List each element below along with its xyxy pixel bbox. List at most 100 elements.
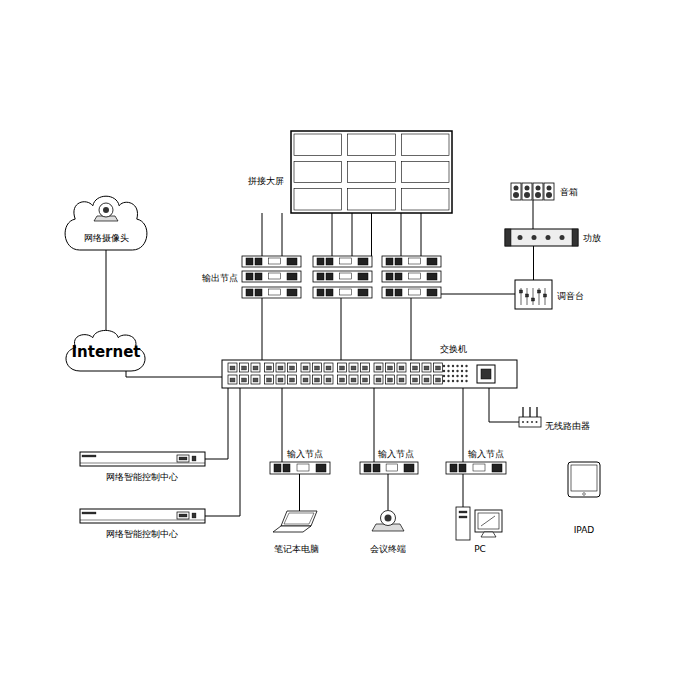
device-part	[177, 512, 189, 519]
innode-icon	[360, 462, 418, 474]
cloud2-node: Internet	[63, 328, 148, 372]
rack-icon	[80, 509, 205, 523]
device-part	[326, 366, 331, 370]
device-part	[242, 256, 301, 267]
amp-icon	[505, 229, 578, 246]
connector-line	[126, 371, 222, 377]
node-label: 调音台	[557, 290, 584, 302]
device-part	[351, 366, 356, 370]
connector-line	[388, 474, 389, 510]
device-part	[358, 273, 368, 280]
device-part	[340, 378, 345, 382]
node-label: 网络智能控制中心	[106, 528, 178, 540]
device-part	[411, 363, 420, 372]
device-part	[242, 271, 301, 282]
connector-line	[533, 246, 534, 280]
device-part	[446, 462, 506, 474]
device-part	[481, 369, 491, 379]
device-part	[413, 366, 418, 370]
device-part	[255, 273, 262, 280]
device-part	[340, 258, 352, 264]
device-part	[269, 289, 281, 295]
device-part	[409, 258, 421, 264]
device-part	[459, 464, 466, 472]
wall-feed	[282, 213, 283, 256]
device-part	[473, 464, 485, 471]
device-part	[519, 417, 541, 427]
device-part	[303, 378, 308, 382]
cloud-node: 网络摄像头	[62, 193, 150, 251]
device-part	[505, 229, 578, 246]
device-part	[348, 134, 396, 155]
wall-node: 拼接大屏	[291, 131, 452, 213]
device-part	[361, 375, 370, 384]
node-label: 输入节点	[378, 448, 414, 460]
device-part	[278, 378, 283, 382]
device-part	[313, 271, 372, 282]
device-part	[313, 256, 372, 267]
device-part	[544, 183, 554, 200]
node-label: 输入节点	[287, 448, 323, 460]
device-part	[456, 507, 470, 540]
outs-node: 输出节点	[242, 256, 440, 298]
device-part	[532, 298, 535, 301]
device-part	[348, 161, 396, 182]
device-part	[222, 360, 517, 388]
innode-node: 输入节点	[360, 462, 418, 474]
router-node: 无线路由器	[519, 405, 541, 429]
switch-icon	[222, 360, 517, 388]
device-part	[192, 456, 196, 461]
device-part	[326, 258, 333, 265]
device-part	[358, 258, 368, 265]
device-part	[324, 363, 333, 372]
device-part	[246, 289, 253, 296]
connector-line	[489, 388, 519, 422]
device-part	[82, 455, 96, 457]
node-label: 网络智能控制中心	[106, 471, 178, 483]
device-part	[253, 366, 258, 370]
node-label: 网络摄像头	[84, 232, 129, 244]
device-part	[82, 512, 96, 514]
wall-feed	[352, 213, 353, 256]
device-part	[401, 134, 449, 155]
cam-node: 会议终端	[370, 510, 406, 532]
device-part	[373, 464, 380, 472]
device-part	[230, 366, 235, 370]
device-part	[364, 464, 371, 472]
cloud-outline	[65, 196, 147, 250]
device-part	[363, 366, 368, 370]
device-part	[572, 229, 578, 246]
device-part	[388, 366, 393, 370]
device-part	[288, 375, 297, 384]
device-part	[326, 273, 333, 280]
device-part	[424, 378, 429, 382]
device-part	[459, 516, 467, 518]
device-part	[276, 375, 285, 384]
device-part	[382, 271, 441, 282]
device-part	[255, 258, 262, 265]
cam-icon	[370, 510, 406, 532]
device-part	[288, 363, 297, 372]
node-label: 输出节点	[202, 272, 238, 284]
device-part	[382, 287, 441, 298]
device-part	[270, 462, 330, 474]
device-part	[246, 273, 253, 280]
wall-feed	[401, 213, 402, 256]
device-part	[515, 280, 552, 309]
cloud-outline	[66, 330, 145, 371]
device-part	[283, 464, 290, 472]
device-part	[374, 363, 383, 372]
device-part	[294, 161, 342, 182]
device-part	[290, 378, 295, 382]
device-part	[436, 366, 441, 370]
device-part	[242, 378, 247, 382]
innode-node: 输入节点	[270, 462, 330, 474]
device-part	[363, 378, 368, 382]
device-part	[538, 290, 541, 293]
node-label: 拼接大屏	[248, 175, 284, 187]
switch-node: 交换机	[222, 360, 517, 388]
device-part	[450, 464, 457, 472]
device-part	[301, 375, 310, 384]
device-part	[179, 457, 187, 460]
ipad-node: IPAD	[568, 462, 600, 497]
